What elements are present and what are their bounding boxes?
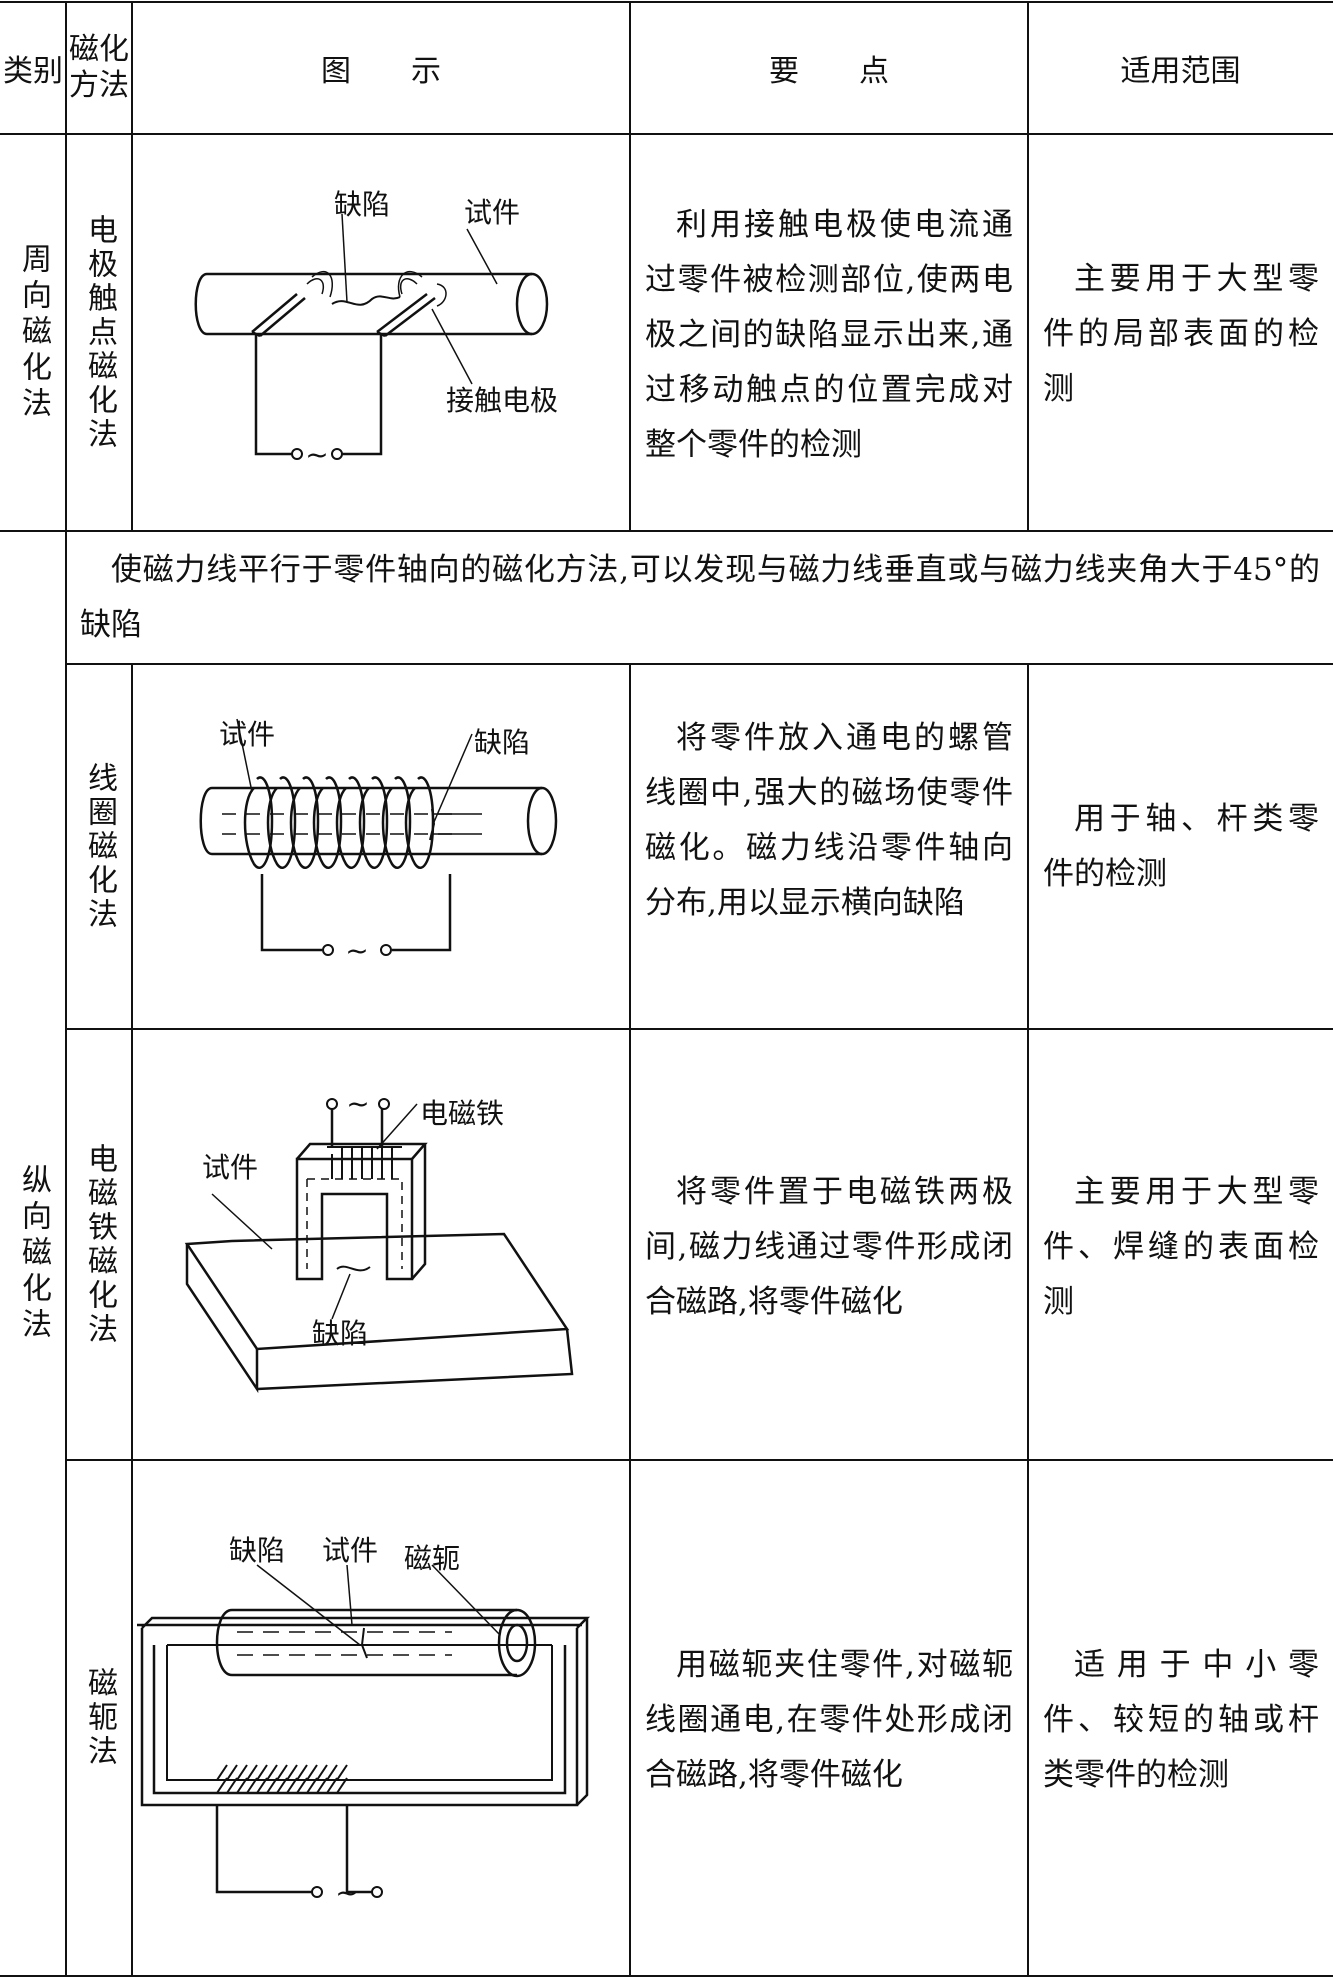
figure-4-ac-label: ~ [335, 1876, 358, 1909]
figure-1-electrode-label: 接触电极 [446, 384, 558, 417]
method-yoke-text: 磁轭法 [82, 1667, 117, 1769]
figure-1-ac-label: ~ [305, 438, 328, 471]
category-longitudinal: 纵向磁化法 [0, 531, 66, 1976]
figure-3-specimen-label: 试件 [202, 1151, 258, 1184]
header-figure: 图 示 [132, 2, 630, 134]
header-category-text: 类别 [3, 54, 63, 89]
key-points-electrode-contact: 利用接触电极使电流通过零件被检测部位,使两电极之间的缺陷显示出来,通过移动触点的… [645, 207, 1013, 463]
figure-4-defect-label: 缺陷 [229, 1534, 285, 1567]
figure-4-yoke-label: 磁轭 [404, 1542, 460, 1575]
method-coil: 线圈磁化法 [66, 664, 132, 1029]
method-electromagnet-text: 电磁铁磁化法 [82, 1142, 117, 1347]
figure-1-defect-label: 缺陷 [334, 188, 390, 221]
key-points-yoke: 用磁轭夹住零件,对磁轭线圈通电,在零件处形成闭合磁路,将零件磁化 [645, 1647, 1013, 1793]
figure-2-ac-label: ~ [345, 934, 368, 967]
header-key-points: 要 点 [630, 2, 1028, 134]
figure-2-defect-label: 缺陷 [474, 726, 530, 759]
scope-electromagnet: 主要用于大型零件、焊缝的表面检测 [1043, 1174, 1319, 1320]
method-electromagnet: 电磁铁磁化法 [66, 1029, 132, 1460]
figure-1-specimen-label: 试件 [464, 196, 520, 229]
header-key-points-text: 要 点 [769, 54, 889, 89]
scope-yoke: 适用于中小零件、较短的轴或杆类零件的检测 [1043, 1647, 1319, 1793]
figure-2-specimen-label: 试件 [219, 718, 275, 751]
scope-coil: 用于轴、杆类零件的检测 [1043, 801, 1319, 892]
longitudinal-intro: 使磁力线平行于零件轴向的磁化方法,可以发现与磁力线垂直或与磁力线夹角大于45°的… [80, 552, 1320, 643]
figure-electromagnet: ~ 电磁铁 试件 缺陷 [132, 1029, 630, 1460]
figure-4-specimen-label: 试件 [322, 1534, 378, 1567]
header-figure-text: 图 示 [321, 54, 441, 89]
header-category: 类别 [0, 2, 66, 134]
method-coil-text: 线圈磁化法 [82, 761, 117, 932]
method-yoke: 磁轭法 [66, 1460, 132, 1976]
category-circumferential: 周向磁化法 [0, 134, 66, 531]
header-scope-text: 适用范围 [1120, 54, 1241, 89]
scope-electrode-contact: 主要用于大型零件的局部表面的检测 [1043, 261, 1319, 407]
header-method-line1: 磁化 [69, 32, 129, 67]
key-points-electromagnet: 将零件置于电磁铁两极间,磁力线通过零件形成闭合磁路,将零件磁化 [645, 1174, 1013, 1320]
figure-yoke: ~ 缺陷 试件 磁轭 [132, 1460, 630, 1976]
header-scope: 适用范围 [1028, 2, 1333, 134]
figure-electrode-contact: ~ 缺陷 试件 接触电极 [132, 134, 630, 531]
figure-coil: ~ 试件 缺陷 [132, 664, 630, 1029]
category-circumferential-text: 周向磁化法 [16, 242, 51, 423]
method-electrode-contact-text: 电极触点磁化法 [82, 213, 117, 452]
figure-3-defect-label: 缺陷 [312, 1317, 368, 1350]
category-longitudinal-text: 纵向磁化法 [16, 1163, 51, 1344]
figure-3-ac-label: ~ [346, 1087, 369, 1120]
header-method: 磁化 方法 [66, 2, 132, 134]
figure-3-electromagnet-label: 电磁铁 [420, 1097, 504, 1130]
method-electrode-contact: 电极触点磁化法 [66, 134, 132, 531]
key-points-coil: 将零件放入通电的螺管线圈中,强大的磁场使零件磁化。磁力线沿零件轴向分布,用以显示… [645, 720, 1013, 921]
header-method-line2: 方法 [69, 68, 129, 103]
